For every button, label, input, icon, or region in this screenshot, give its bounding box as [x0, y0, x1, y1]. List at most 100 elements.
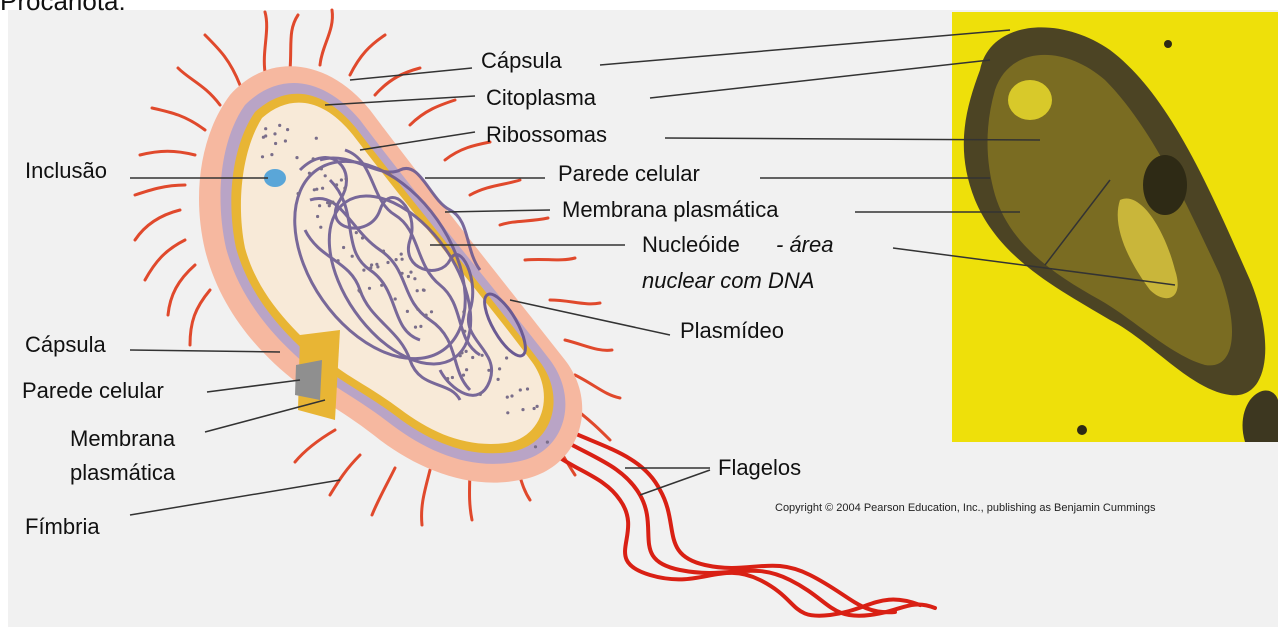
ribosome-dot: [380, 284, 383, 287]
ribosome-dot: [386, 261, 389, 264]
ribosome-dot: [335, 183, 338, 186]
ribosome-dot: [345, 177, 348, 180]
ribosome-dot: [546, 441, 549, 444]
micrograph-dark-region: [1143, 155, 1187, 215]
ribosome-dot: [362, 269, 365, 272]
ribosome-dot: [351, 255, 354, 258]
ribosome-dot: [261, 155, 264, 158]
ribosome-dot: [425, 314, 428, 317]
ribosome-dot: [369, 266, 372, 269]
ribosome-dot: [318, 204, 321, 207]
ribosome-dot: [295, 156, 298, 159]
copyright-notice: Copyright © 2004 Pearson Education, Inc.…: [775, 502, 1155, 514]
label-capsula-top: Cápsula: [481, 48, 562, 74]
ribosome-dot: [413, 277, 416, 280]
ribosome-dot: [370, 263, 373, 266]
ribosome-dot: [264, 127, 267, 130]
ribosome-dot: [274, 142, 277, 145]
micrograph-speck: [1077, 425, 1087, 435]
flagella: [530, 420, 935, 616]
ribosome-dot: [451, 376, 454, 379]
label-citoplasma: Citoplasma: [486, 85, 596, 111]
ribosome-dot: [479, 393, 482, 396]
ribosome-dot: [471, 356, 474, 359]
label-membrana-left-1: Membrana: [70, 426, 175, 452]
label-nucleoide-desc-1: - área: [776, 232, 833, 258]
ribosome-dot: [355, 231, 358, 234]
ribosome-dot: [465, 350, 468, 353]
ribosome-dot: [326, 201, 329, 204]
ribosome-dot: [361, 236, 364, 239]
electron-micrograph: [952, 12, 1278, 442]
ribosome-dot: [409, 271, 412, 274]
ribosome-dot: [401, 272, 404, 275]
ribosome-dot: [343, 187, 346, 190]
ribosome-dot: [382, 250, 385, 253]
ribosome-dot: [395, 258, 398, 261]
ribosome-dot: [376, 265, 379, 268]
ribosome-dot: [459, 354, 462, 357]
ribosome-dot: [462, 310, 465, 313]
label-parede-celular-left: Parede celular: [22, 378, 164, 404]
ribosome-dot: [487, 369, 490, 372]
micrograph-inclusion: [1008, 80, 1052, 120]
ribosome-dot: [368, 287, 371, 290]
ribosome-dot: [331, 201, 334, 204]
label-capsula-left: Cápsula: [25, 332, 106, 358]
ribosome-dot: [510, 394, 513, 397]
ribosome-dot: [521, 408, 524, 411]
ribosome-dot: [526, 387, 529, 390]
ribosome-dot: [297, 192, 300, 195]
ribosome-dot: [278, 124, 281, 127]
ribosome-dot: [497, 378, 500, 381]
ribosome-dot: [286, 128, 289, 131]
ribosome-dot: [270, 153, 273, 156]
ribosome-dot: [465, 368, 468, 371]
label-flagelos: Flagelos: [718, 455, 801, 481]
ribosome-dot: [340, 178, 343, 181]
ribosome-dot: [284, 139, 287, 142]
ribosome-dot: [463, 330, 466, 333]
ribosome-dot: [264, 134, 267, 137]
ribosome-dot: [407, 275, 410, 278]
ribosome-dot: [406, 310, 409, 313]
label-nucleoide: Nucleóide: [642, 232, 740, 258]
ribosome-dot: [416, 308, 419, 311]
ribosome-dot: [430, 310, 433, 313]
ribosome-dot: [316, 215, 319, 218]
ribosome-dot: [324, 174, 327, 177]
micrograph-speck: [1164, 40, 1172, 48]
ribosome-dot: [536, 405, 539, 408]
ribosome-dot: [328, 204, 331, 207]
ribosome-dot: [321, 187, 324, 190]
ribosome-dot: [394, 297, 397, 300]
ribosome-dot: [506, 411, 509, 414]
label-inclusao: Inclusão: [25, 158, 107, 184]
ribosome-dot: [462, 374, 465, 377]
ribosome-dot: [416, 289, 419, 292]
ribosome-dot: [308, 172, 311, 175]
ribosome-dot: [505, 356, 508, 359]
ribosome-dot: [422, 288, 425, 291]
ribosome-dot: [315, 188, 318, 191]
ribosome-dot: [519, 388, 522, 391]
label-nucleoide-desc-2: nuclear com DNA: [642, 268, 814, 294]
ribosome-dot: [414, 326, 417, 329]
ribosome-dot: [534, 445, 537, 448]
label-membrana-plasmatica-top: Membrana plasmática: [562, 197, 778, 223]
label-parede-celular-top: Parede celular: [558, 161, 700, 187]
ribosome-dot: [400, 253, 403, 256]
ribosome-dot: [357, 289, 360, 292]
label-fimbria: Fímbria: [25, 514, 100, 540]
ribosome-dot: [481, 354, 484, 357]
ribosome-dot: [342, 246, 345, 249]
ribosome-dot: [337, 259, 340, 262]
ribosome-dot: [533, 407, 536, 410]
ribosome-dot: [401, 258, 404, 261]
ribosome-dot: [320, 167, 323, 170]
ribosome-dot: [319, 226, 322, 229]
ribosome-dot: [506, 396, 509, 399]
label-ribossomas: Ribossomas: [486, 122, 607, 148]
